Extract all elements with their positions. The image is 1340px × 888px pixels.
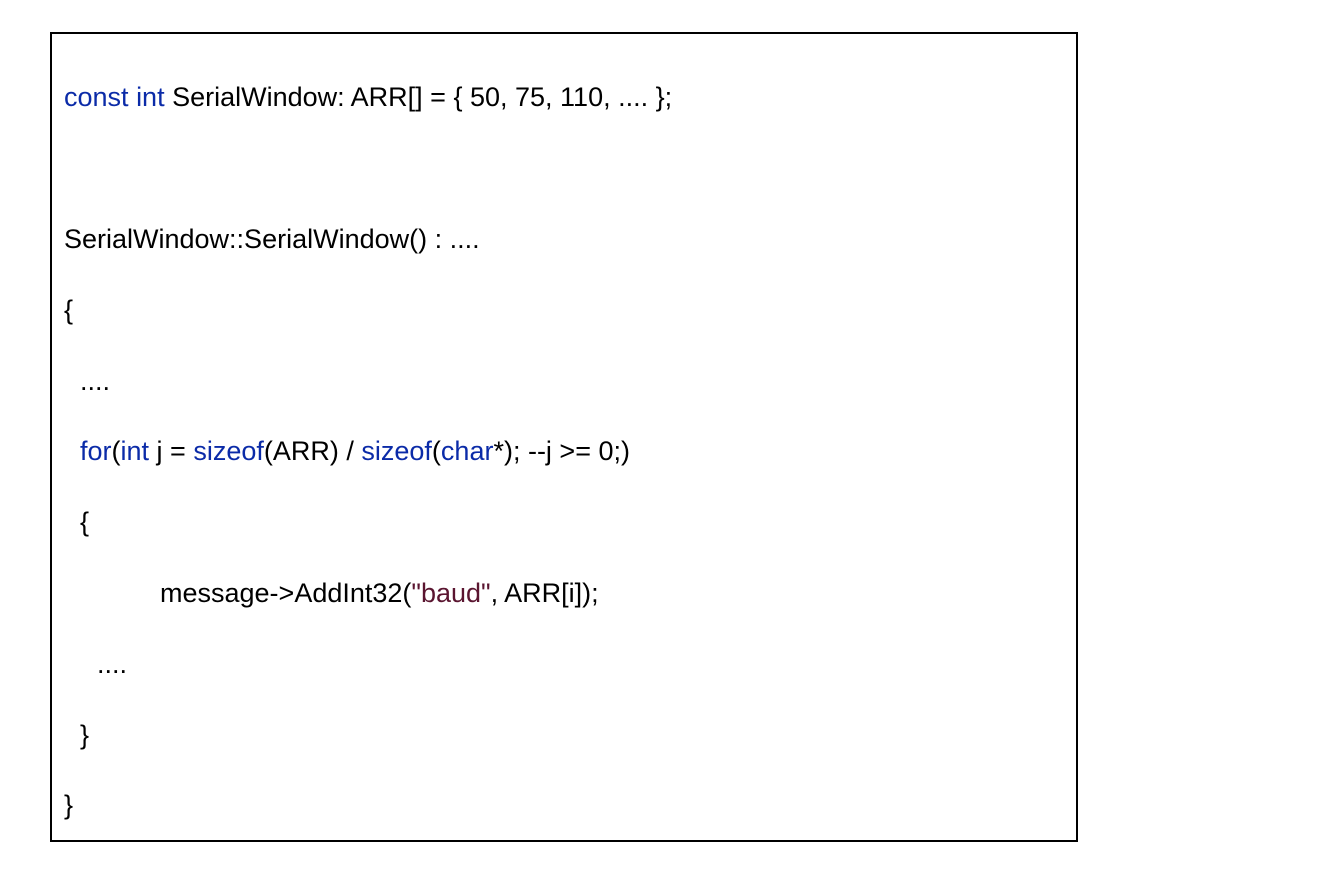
code-text: ( — [111, 436, 121, 466]
code-text: j = — [149, 436, 194, 466]
code-text: { — [64, 295, 74, 325]
code-space — [129, 82, 137, 112]
keyword-sizeof: sizeof — [193, 436, 264, 466]
code-text: .... — [97, 649, 128, 679]
keyword-char: char — [440, 436, 494, 466]
code-snippet-box: const int SerialWindow: ARR[] = { 50, 75… — [50, 32, 1078, 842]
code-text: message->AddInt32( — [160, 578, 412, 608]
keyword-for: for — [80, 436, 112, 466]
code-text: , ARR[i]); — [490, 578, 599, 608]
code-text: .... — [80, 366, 111, 396]
keyword-int: int — [136, 82, 165, 112]
code-line-open-brace: { — [64, 294, 73, 326]
code-line-loop-close-brace: } — [80, 719, 89, 751]
code-text: (ARR) / — [263, 436, 362, 466]
code-text: SerialWindow: ARR[] = { 50, 75, 110, ...… — [164, 82, 673, 112]
code-line-constructor-signature: SerialWindow::SerialWindow() : .... — [64, 223, 480, 255]
keyword-const: const — [64, 82, 129, 112]
code-text: ( — [431, 436, 441, 466]
keyword-sizeof: sizeof — [361, 436, 432, 466]
code-line-ellipsis: .... — [80, 365, 110, 397]
code-text: SerialWindow::SerialWindow() : .... — [64, 224, 480, 254]
code-line-inner-ellipsis: .... — [97, 648, 127, 680]
keyword-int: int — [120, 436, 150, 466]
string-literal-baud: "baud" — [411, 578, 491, 608]
code-text: } — [80, 720, 90, 750]
code-text: *); --j >= 0;) — [493, 436, 630, 466]
code-line-array-declaration: const int SerialWindow: ARR[] = { 50, 75… — [64, 81, 672, 113]
code-text: { — [80, 507, 90, 537]
code-line-close-brace: } — [64, 789, 73, 821]
code-line-for-loop: for(int j = sizeof(ARR) / sizeof(char*);… — [80, 435, 630, 467]
code-line-add-int32: message->AddInt32("baud", ARR[i]); — [160, 577, 599, 609]
code-text: } — [64, 790, 74, 820]
code-line-loop-open-brace: { — [80, 506, 89, 538]
